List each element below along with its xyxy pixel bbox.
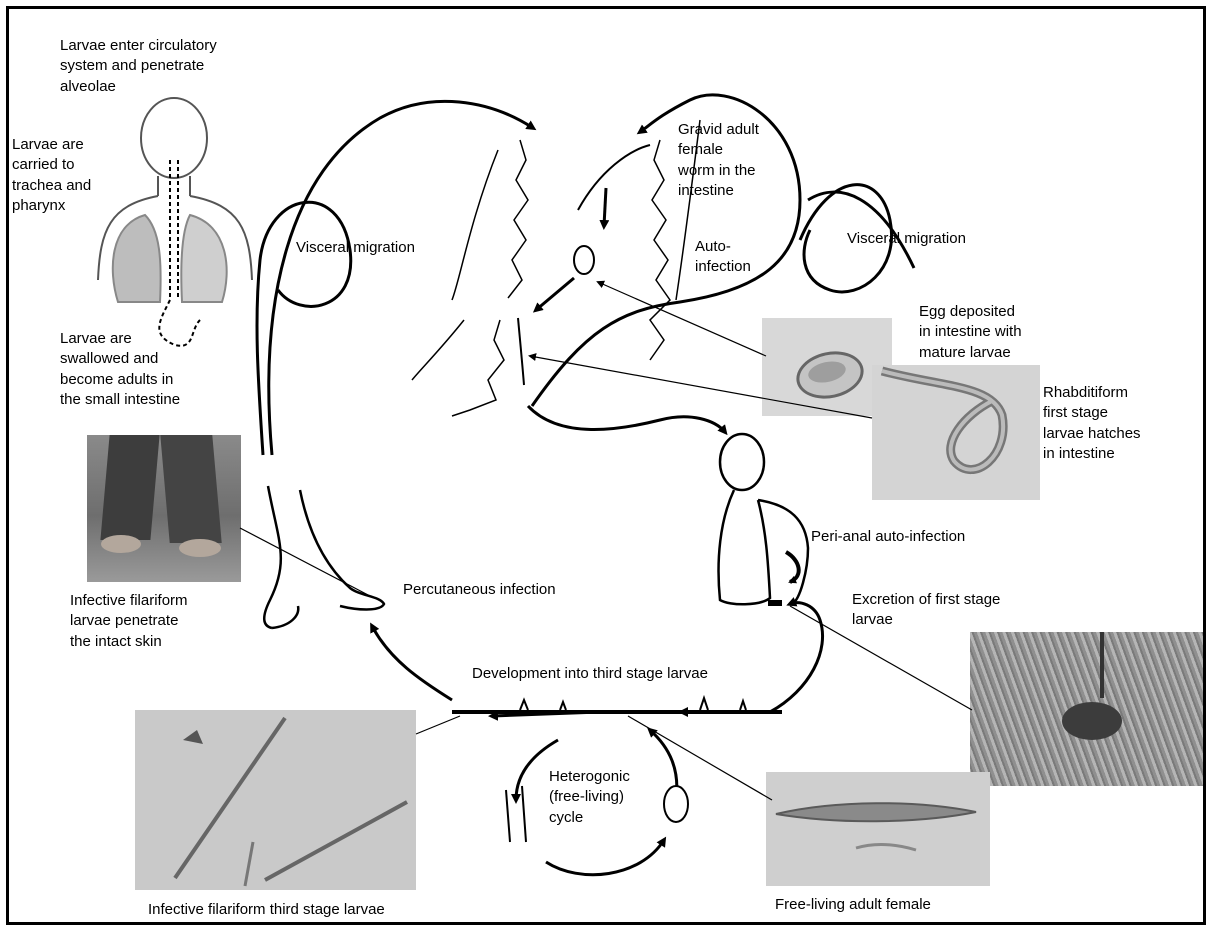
label-trachea: Larvae are carried to trachea and pharyn…: [12, 135, 91, 216]
walking-legs-icon: [264, 486, 384, 628]
egg-icon: [574, 246, 594, 274]
label-perianal: Peri-anal auto-infection: [811, 527, 965, 547]
label-heterogonic: Heterogonic (free-living) cycle: [549, 767, 630, 828]
intestine-wall: [412, 120, 700, 416]
label-percutaneous: Percutaneous infection: [403, 580, 556, 600]
label-egg-deposited: Egg deposited in intestine with mature l…: [919, 302, 1022, 363]
larva-icon: [518, 318, 524, 385]
excretion-icon: [768, 600, 782, 606]
arrow-to-foot: [372, 626, 452, 700]
label-rhabditiform: Rhabditiform first stage larvae hatches …: [1043, 383, 1141, 464]
label-swallowed: Larvae are swallowed and become adults i…: [60, 329, 180, 410]
label-penetrate: Infective filariform larvae penetrate th…: [70, 591, 188, 652]
label-circulatory: Larvae enter circulatory system and pene…: [60, 36, 217, 97]
arrow-to-person: [528, 406, 725, 432]
arrow-excretion: [770, 603, 823, 712]
label-infective-third: Infective filariform third stage larvae: [148, 900, 385, 920]
label-autoinfection: Auto- infection: [695, 237, 751, 278]
free-living-egg-icon: [664, 786, 688, 822]
perianal-arrow: [786, 552, 799, 582]
gravid-worm-icon: [578, 145, 650, 210]
label-free-living: Free-living adult female: [775, 895, 931, 915]
autoinfection-loop: [532, 95, 800, 406]
label-excretion: Excretion of first stage larvae: [852, 590, 1000, 631]
arrow-heterogonic-bottom: [546, 840, 664, 875]
label-visceral-right: Visceral migration: [847, 229, 966, 249]
arrow-to-alveolae: [269, 101, 533, 455]
label-visceral-left: Visceral migration: [296, 238, 415, 258]
human-respiratory-illustration: [98, 98, 252, 346]
label-gravid: Gravid adult female worm in the intestin…: [678, 120, 759, 201]
label-development: Development into third stage larvae: [472, 664, 708, 684]
